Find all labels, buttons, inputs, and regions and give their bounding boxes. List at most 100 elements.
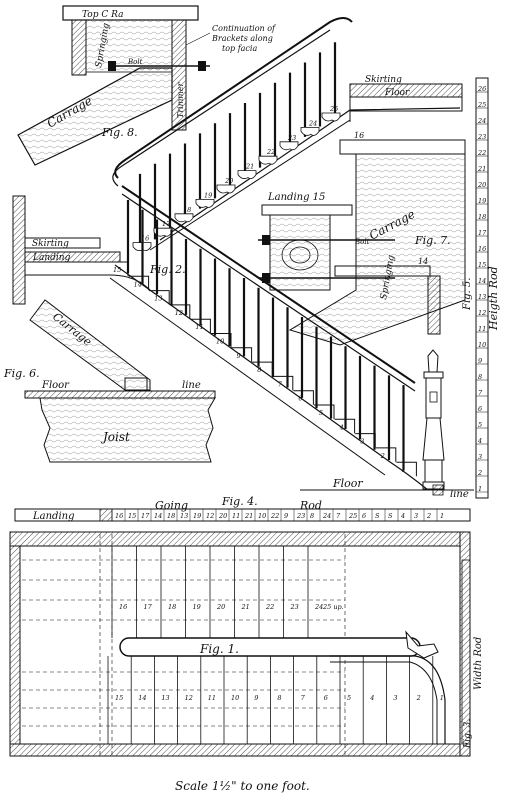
height-rod-number: 20 (477, 181, 486, 189)
up-label: 25 up. (322, 603, 344, 611)
lower-step-number: 3 (360, 438, 364, 446)
lower-step-number: 7 (278, 380, 283, 388)
plan-upper-number: 17 (144, 603, 153, 611)
going-rod-number: 12 (206, 512, 214, 520)
going-rod-number: 7 (336, 512, 341, 520)
height-rod-number: 17 (478, 229, 487, 237)
landing-rod-label: Landing (32, 511, 74, 522)
going-rod-number: 24 (322, 512, 331, 520)
height-rod-number: 16 (478, 245, 486, 253)
floor-fig6-label: Floor (41, 380, 70, 391)
skirting-upper-label: Skirting (365, 75, 402, 85)
going-rod-number: 23 (296, 512, 305, 520)
lower-step-number: 4 (339, 423, 344, 431)
fig1-label: Fig. 1. (199, 642, 239, 656)
plan-lower-number: 4 (369, 694, 374, 702)
height-rod-number: 2 (477, 469, 482, 477)
going-rod-number: 13 (180, 512, 188, 520)
fig8-detail: Top C Ra Springing Trimmer Bolt Carrage … (17, 5, 277, 166)
fig4-label: Fig. 4. (221, 495, 258, 508)
height-rod-number: 23 (477, 133, 486, 141)
upper-step-bracket (174, 213, 194, 223)
landing-left-label: Landing (32, 253, 71, 263)
lower-step (355, 433, 376, 448)
lower-step-number: 2 (380, 452, 385, 460)
lower-step (293, 390, 314, 405)
going-rod-number: S (388, 512, 393, 520)
bolt7-label: Bolt (354, 238, 370, 246)
lower-step-number: 8 (257, 366, 261, 374)
going-label: Going (155, 499, 188, 512)
lower-step-number: 11 (195, 323, 203, 331)
riser-14-label: 14 (418, 257, 428, 266)
height-rod-number: 10 (478, 341, 486, 349)
going-rod-number: 22 (270, 512, 279, 520)
height-rod-label: Heigth Rod (487, 266, 500, 331)
going-rod-number: 11 (232, 512, 240, 520)
going-rod-number: 21 (244, 512, 253, 520)
plan-lower-number: 10 (231, 694, 239, 702)
going-rod-number: 3 (414, 512, 418, 520)
height-rod-number: 24 (477, 117, 486, 125)
upper-step-number: 20 (224, 177, 233, 185)
lower-step (314, 404, 335, 419)
fig8-label: Fig. 8. (101, 126, 138, 139)
lower-step-number: 13 (154, 295, 162, 303)
lower-step-number: 12 (175, 309, 183, 317)
plan-lower-number: 13 (161, 694, 169, 702)
going-rod-number: 10 (258, 512, 266, 520)
going-rod-number: S (375, 512, 380, 520)
fig3-label: Fig. 3. (463, 719, 473, 749)
going-rod-number: 20 (218, 512, 227, 520)
riser-16-label: 16 (354, 131, 364, 140)
landing15-label: Landing 15 (267, 192, 325, 203)
lower-step-number: 1 (401, 466, 405, 474)
fig7-label: Fig. 7. (414, 234, 451, 247)
going-rod-number: 4 (400, 512, 405, 520)
floor-upper-label: Floor (384, 88, 410, 98)
fig5-label: Fig. 5. (462, 278, 473, 311)
plan-upper-number: 20 (216, 603, 225, 611)
floor-line-label: line (450, 489, 469, 500)
lower-step-number: 6 (298, 395, 302, 403)
upper-step-number: 25 (329, 105, 338, 113)
joist-label: Joist (100, 430, 130, 444)
going-rod-number: 25 (348, 512, 357, 520)
lower-step (272, 375, 294, 391)
going-rod-number: 18 (167, 512, 175, 520)
upper-step-bracket (258, 155, 278, 165)
lower-step-number: 15 (113, 266, 121, 274)
rod-label: Rod (299, 499, 322, 512)
upper-step-number: 23 (287, 134, 296, 142)
plan-lower-number: 12 (185, 694, 193, 702)
upper-step-number: 18 (183, 206, 191, 214)
going-rod-number: 2 (426, 512, 431, 520)
plan-lower-number: 1 (440, 694, 444, 702)
height-rod-number: 5 (478, 421, 482, 429)
lower-step (108, 261, 129, 276)
upper-step-bracket (279, 141, 299, 151)
plan-lower-number: 15 (115, 694, 123, 702)
height-rod-number: 21 (477, 165, 486, 173)
lower-step-number: 5 (319, 409, 323, 417)
lower-step-number: 10 (216, 338, 224, 346)
height-rod-number: 14 (478, 277, 486, 285)
height-rod-number: 11 (478, 325, 486, 333)
going-rod-number: 6 (362, 512, 366, 520)
upper-step-bracket (237, 170, 257, 179)
going-rod-number: 17 (141, 512, 150, 520)
going-rod-number: 14 (154, 512, 162, 520)
lower-step-number: 9 (237, 352, 241, 360)
going-rod-number: 1 (440, 512, 444, 520)
plan-upper-number: 21 (241, 603, 250, 611)
lower-step (190, 318, 211, 334)
plan-lower-number: 5 (347, 694, 351, 702)
lower-step (149, 290, 170, 305)
continuation-text-2: Brackets along (211, 34, 273, 43)
upper-step-bracket (300, 127, 320, 136)
floor-lower-label: Floor (332, 477, 363, 490)
plan-lower-number: 14 (138, 694, 146, 702)
